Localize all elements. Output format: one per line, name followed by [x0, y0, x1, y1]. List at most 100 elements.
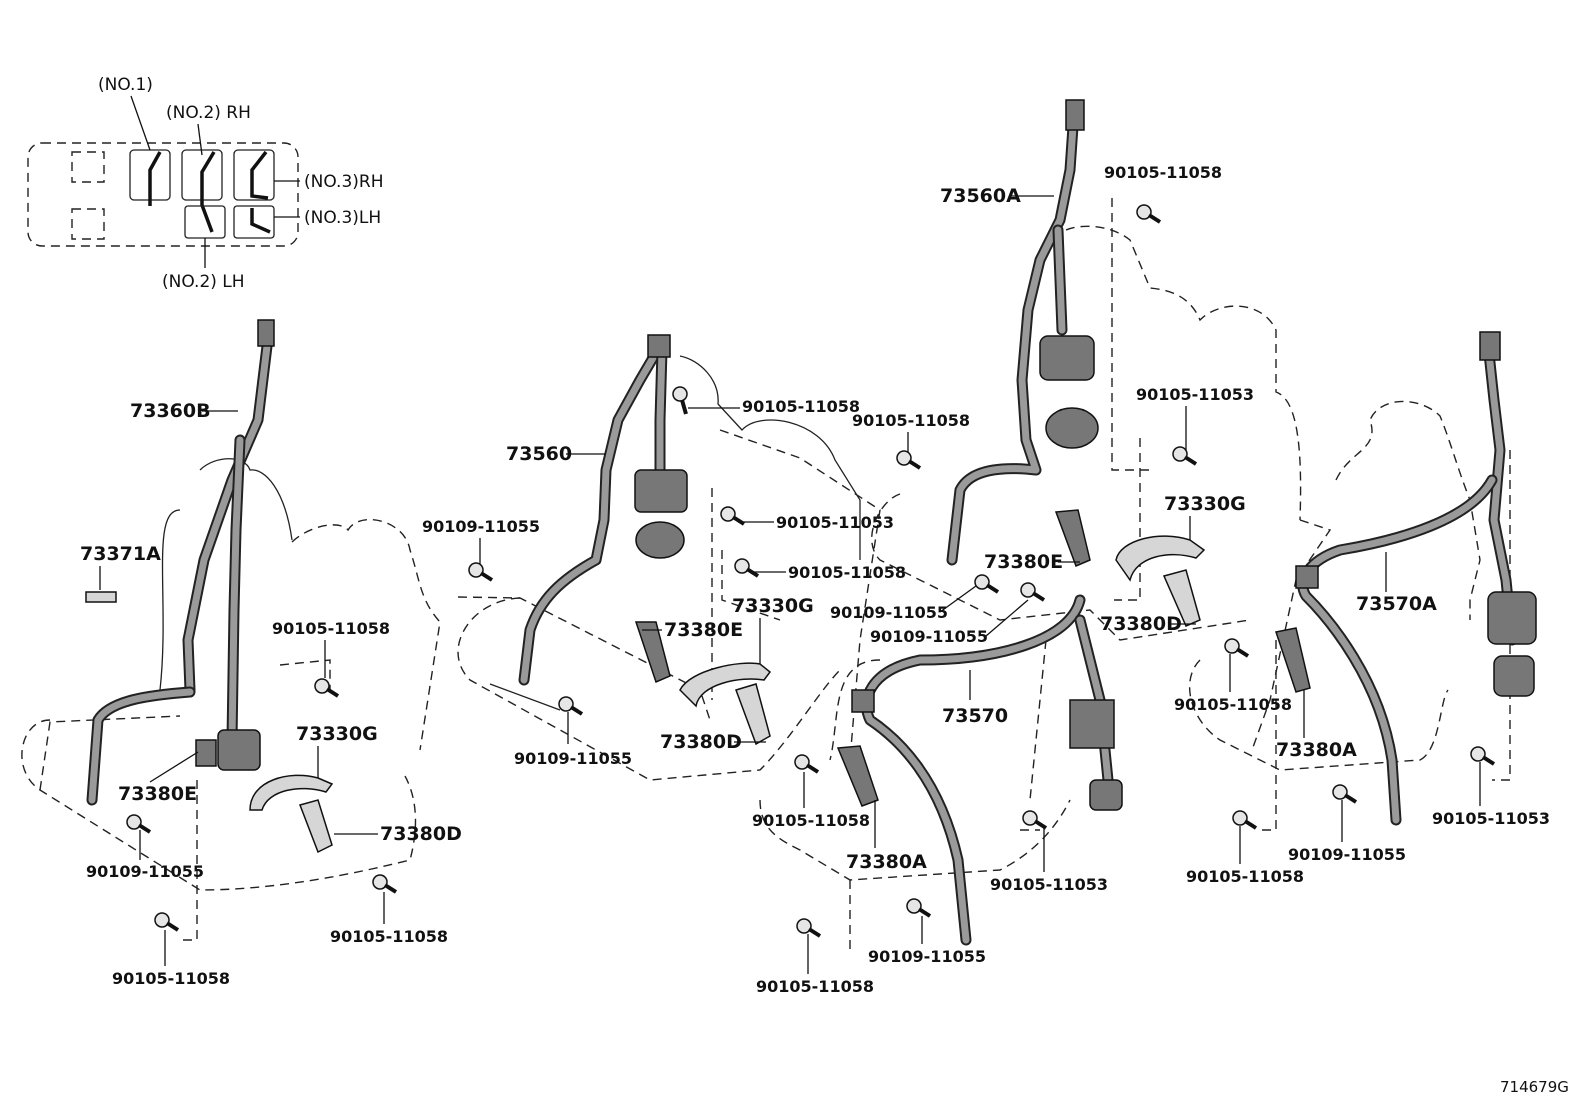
bolt-icon [1232, 810, 1258, 830]
label-73380D-right: 73380D [1100, 613, 1182, 635]
retractor-73570A [1487, 591, 1537, 645]
label-73380A-right: 73380A [1276, 739, 1357, 761]
label-73570A: 73570A [1356, 593, 1437, 615]
bolt-label-b07: 90109-11055 [514, 749, 632, 768]
label-73380D-left: 73380D [380, 823, 462, 845]
bolt-label-b16: 90105-11053 [990, 875, 1108, 894]
bolt-icon [314, 678, 340, 698]
bolt-icons [126, 204, 1496, 938]
bolt-label-b05: 90105-11058 [742, 397, 860, 416]
belt-no1-icon [148, 151, 162, 206]
bolt-label-b01: 90105-11058 [272, 619, 390, 638]
buckle-e-left [195, 739, 217, 767]
bolt-icon [154, 912, 180, 932]
bolt-icon [794, 754, 820, 774]
retractor-73570 [1069, 699, 1115, 749]
retractor [217, 729, 261, 771]
figure-code: 714679G [1500, 1078, 1569, 1096]
cushion-outline-mid-right [871, 493, 1251, 641]
bolt-icon [734, 558, 760, 578]
right-seat-assembly [1115, 331, 1537, 831]
buckle-a-mid [836, 745, 879, 807]
cushion-outline-far-right [1188, 659, 1449, 771]
bolt-icon [672, 386, 688, 415]
label-73330G-mid: 73330G [732, 595, 814, 617]
upper-anchor-right [1065, 99, 1085, 131]
upper-anchor [257, 319, 275, 347]
position-no3rh-label: (NO.3)RH [304, 172, 384, 192]
buckle-e-right [1054, 509, 1091, 568]
label-73380D-mid: 73380D [660, 731, 742, 753]
bolt-icon [1136, 204, 1162, 224]
position-no2rh-label: (NO.2) RH [166, 103, 251, 123]
guide-73570 [851, 689, 875, 713]
retractor-mid [634, 469, 688, 513]
retractor-73560A [1039, 335, 1095, 381]
label-73360B: 73360B [130, 400, 211, 422]
bolt-label-b18: 90105-11058 [756, 977, 874, 996]
bolt-label-b12: 90105-11058 [852, 411, 970, 430]
upper-anchor-mid [647, 334, 671, 358]
bolt-label-b03: 90105-11058 [330, 927, 448, 946]
middle-left-assembly [457, 334, 881, 781]
seatback-outline [291, 519, 441, 751]
seat-no3rh-icon [233, 149, 275, 201]
bolt-icon [906, 898, 932, 918]
bolt-icon [558, 696, 584, 716]
label-73380E-left: 73380E [118, 783, 197, 805]
shoulder-belt [182, 332, 274, 696]
belt-no2-icon [200, 151, 216, 233]
upper-anchor-far-right [1479, 331, 1501, 361]
bolt-label-b21: 90109-11055 [1288, 845, 1406, 864]
buckle-d-right [1162, 569, 1201, 627]
bolt-icon [126, 814, 152, 834]
middle-right-assembly [759, 99, 1302, 950]
bolt-icon [1022, 810, 1048, 830]
bolt-label-b17: 90109-11055 [868, 947, 986, 966]
belt-no3rh-icon [250, 150, 269, 200]
buckle-d-mid [735, 683, 771, 746]
belt-no3lh-icon [250, 208, 271, 234]
seat-slot-icon [71, 151, 105, 183]
bolt-icon [1224, 638, 1250, 658]
bolt-icon [1020, 582, 1046, 602]
buckle-a-right [1275, 627, 1311, 693]
bolt-label-b10: 90105-11058 [1104, 163, 1222, 182]
position-no1-label: (NO.1) [98, 75, 153, 95]
bolt-label-b20: 90105-11058 [1186, 867, 1304, 886]
label-73570: 73570 [942, 705, 1008, 727]
seat-slot-icon [71, 208, 105, 240]
label-73560: 73560 [506, 443, 572, 465]
bolt-label-b02: 90109-11055 [86, 862, 204, 881]
cushion-outline [21, 719, 417, 891]
bolt-label-b06: 90109-11055 [422, 517, 540, 536]
headrest-outline [199, 458, 293, 541]
bolt-icon [896, 450, 922, 470]
bolt-icon [796, 918, 822, 938]
label-73560A: 73560A [940, 185, 1021, 207]
buckle-bracket-mid [679, 662, 772, 708]
bolt-icon [468, 562, 494, 582]
seatback-outline-mid [679, 355, 861, 560]
clip-73371A [85, 591, 117, 603]
bolt-icon [1332, 784, 1358, 804]
buckle-bracket-left [249, 774, 334, 811]
position-no3lh-label: (NO.3)LH [304, 208, 381, 228]
bolt-label-b09: 90105-11058 [788, 563, 906, 582]
label-73371A: 73371A [80, 543, 161, 565]
seatback-outline-far-right [1335, 400, 1481, 620]
bolt-label-b15: 90105-11058 [752, 811, 870, 830]
bolt-label-b04: 90105-11058 [112, 969, 230, 988]
buckle-e-mid [634, 621, 671, 684]
seat-no3lh-icon [233, 205, 275, 239]
bolt-label-b08: 90105-11053 [776, 513, 894, 532]
bolt-icon [974, 574, 1000, 594]
bolt-icon [372, 874, 398, 894]
bolt-label-b13: 90109-11055 [830, 603, 948, 622]
label-73330G-right: 73330G [1164, 493, 1246, 515]
belt-73570A-lap [1297, 474, 1498, 826]
bolt-label-b14: 90109-11055 [870, 627, 988, 646]
buckle-d-left [299, 799, 333, 854]
label-73330G-left: 73330G [296, 723, 378, 745]
